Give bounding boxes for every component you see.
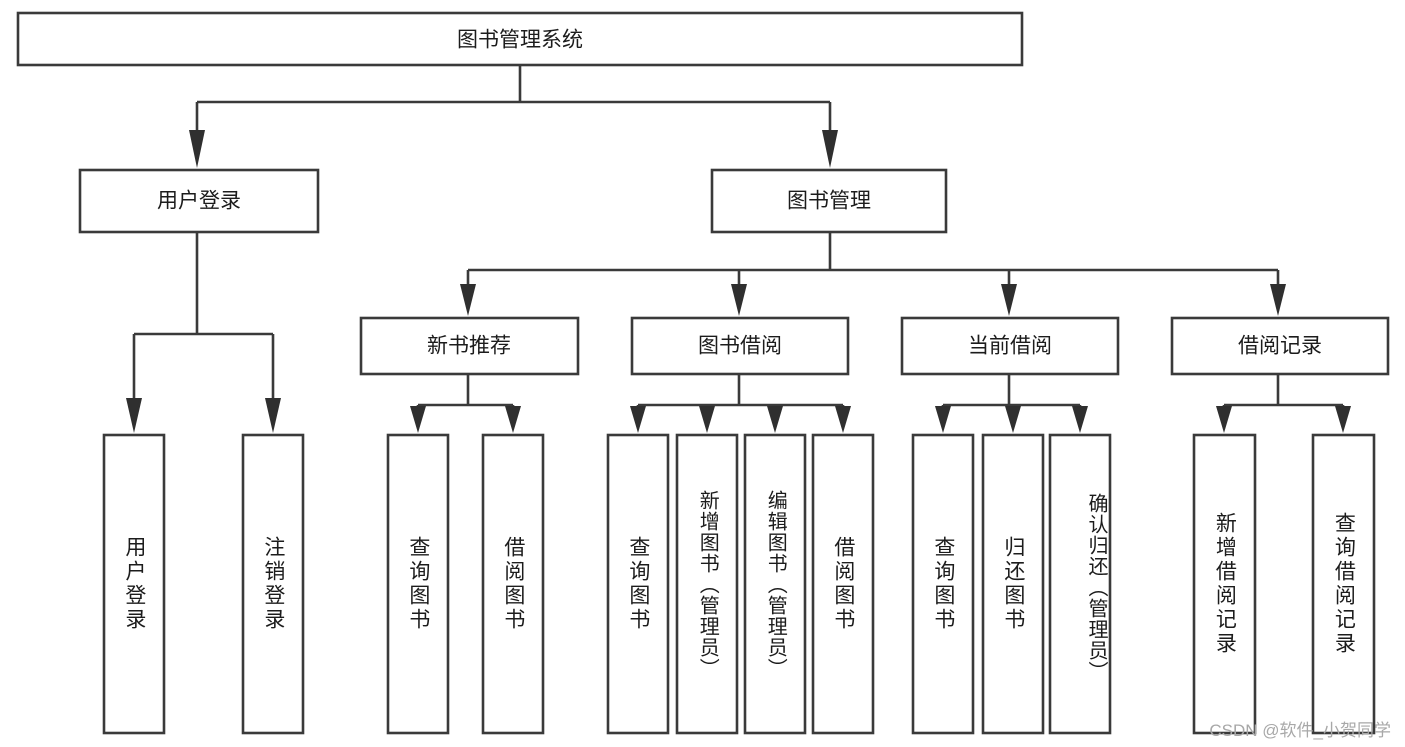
arrow-head-leaf-add-record [1216,406,1232,433]
leaf-edit-book-admin-label: 编辑图书（管理员） [764,489,787,679]
leaf-return-book-label-wrap: 归还图书 [1001,536,1025,632]
node-borrow-record-box[interactable] [1170,316,1390,376]
arrow-head-leaf-edit-book [767,406,783,433]
node-user-login-label: 用户登录 [157,190,241,213]
node-book-management-label: 图书管理 [787,190,871,213]
leaf-borrow-book-recommend-label: 借阅图书 [501,536,525,632]
arrow-head-borrow-record [1270,284,1286,316]
leaf-add-book-admin-label: 新增图书（管理员） [696,489,719,679]
leaf-confirm-return-admin-label: 确认归还（管理员） [1085,492,1107,682]
arrow-head-book-manage [822,130,838,168]
arrow-head-leaf-user-login [126,398,142,433]
node-borrow-record[interactable]: 借阅记录 [1170,316,1390,376]
leaf-logout-label-wrap: 注销登录 [261,536,285,632]
leaf-add-borrow-record[interactable]: 新增借阅记录 [1192,433,1257,735]
leaf-logout-label: 注销登录 [261,536,285,632]
leaf-borrow-book-label-wrap: 借阅图书 [831,536,855,632]
node-new-book-recommend[interactable]: 新书推荐 [359,316,580,376]
leaf-return-book[interactable]: 归还图书 [981,433,1045,735]
arrow-head-leaf-query-record [1335,406,1351,433]
leaf-add-borrow-record-label-wrap: 新增借阅记录 [1213,512,1237,656]
node-current-borrow[interactable]: 当前借阅 [900,316,1120,376]
leaf-confirm-return-admin-label-wrap: 确认归还（管理员） [1085,492,1107,682]
leaf-logout-box[interactable] [241,433,305,735]
leaf-add-book-admin[interactable]: 新增图书（管理员） [675,433,739,735]
leaf-confirm-return-admin-box[interactable] [1048,433,1112,735]
leaf-query-borrow-record-label-wrap: 查询借阅记录 [1332,512,1356,656]
leaf-confirm-return-admin[interactable]: 确认归还（管理员） [1048,433,1112,735]
leaf-query-book-borrow-label-wrap: 查询图书 [626,536,650,632]
leaf-query-book-recommend[interactable]: 查询图书 [386,433,450,735]
connector-layer [126,65,1351,433]
leaf-return-book-label: 归还图书 [1001,536,1025,632]
leaf-edit-book-admin-box[interactable] [743,433,807,735]
arrow-head-current-borrow [1001,284,1017,316]
node-book-borrow[interactable]: 图书借阅 [630,316,850,376]
leaf-query-book-recommend-box[interactable] [386,433,450,735]
leaf-add-borrow-record-box[interactable] [1192,433,1257,735]
leaf-query-borrow-record-box[interactable] [1311,433,1376,735]
arrow-head-leaf-return-book [1005,406,1021,433]
leaf-borrow-book-box[interactable] [811,433,875,735]
node-book-borrow-box[interactable] [630,316,850,376]
node-book-management[interactable]: 图书管理 [710,168,948,234]
arrow-head-leaf-add-book [699,406,715,433]
leaf-borrow-book-recommend-box[interactable] [481,433,545,735]
leaf-edit-book-admin-label-wrap: 编辑图书（管理员） [764,489,787,679]
leaf-query-book-current-label: 查询图书 [931,536,955,632]
leaf-query-book-current[interactable]: 查询图书 [911,433,975,735]
node-new-book-recommend-box[interactable] [359,316,580,376]
leaf-borrow-book[interactable]: 借阅图书 [811,433,875,735]
node-current-borrow-box[interactable] [900,316,1120,376]
arrow-head-leaf-query-book-b [630,406,646,433]
leaf-query-book-borrow-box[interactable] [606,433,670,735]
leaf-return-book-box[interactable] [981,433,1045,735]
arrow-head-leaf-borrow-book-a [505,406,521,433]
arrow-head-leaf-query-book-c [935,406,951,433]
leaf-logout[interactable]: 注销登录 [241,433,305,735]
arrow-head-book-borrow [731,284,747,316]
arrow-head-user-login [189,130,205,168]
leaf-borrow-book-label: 借阅图书 [831,536,855,632]
leaf-user-login-box[interactable] [102,433,166,735]
node-user-login-box[interactable] [78,168,320,234]
arrow-head-leaf-logout [265,398,281,433]
leaf-borrow-book-recommend[interactable]: 借阅图书 [481,433,545,735]
node-new-book-recommend-label: 新书推荐 [427,335,511,358]
leaf-add-book-admin-label-wrap: 新增图书（管理员） [696,489,719,679]
node-root-system-label: 图书管理系统 [457,29,583,52]
leaf-borrow-book-recommend-label-wrap: 借阅图书 [501,536,525,632]
node-current-borrow-label: 当前借阅 [968,335,1052,358]
node-root-system[interactable]: 图书管理系统 [16,11,1024,67]
node-root-system-box[interactable] [16,11,1024,67]
node-book-borrow-label: 图书借阅 [698,335,782,358]
leaf-query-book-recommend-label-wrap: 查询图书 [406,536,430,632]
node-borrow-record-label: 借阅记录 [1238,335,1322,358]
leaf-query-book-recommend-label: 查询图书 [406,536,430,632]
leaf-add-borrow-record-label: 新增借阅记录 [1213,512,1237,656]
arrow-head-leaf-query-book-a [410,406,426,433]
leaf-query-book-borrow-label: 查询图书 [626,536,650,632]
arrow-head-leaf-borrow-book-b [835,406,851,433]
leaf-user-login-label-wrap: 用户登录 [122,536,146,632]
leaf-user-login[interactable]: 用户登录 [102,433,166,735]
leaf-query-book-current-box[interactable] [911,433,975,735]
leaf-query-borrow-record[interactable]: 查询借阅记录 [1311,433,1376,735]
arrow-head-leaf-confirm-return [1072,406,1088,433]
leaf-add-book-admin-box[interactable] [675,433,739,735]
leaf-query-book-borrow[interactable]: 查询图书 [606,433,670,735]
node-user-login[interactable]: 用户登录 [78,168,320,234]
leaf-query-borrow-record-label: 查询借阅记录 [1332,512,1356,656]
leaf-user-login-label: 用户登录 [122,536,146,632]
arrow-head-new-book [460,284,476,316]
node-book-management-box[interactable] [710,168,948,234]
leaf-query-book-current-label-wrap: 查询图书 [931,536,955,632]
leaf-edit-book-admin[interactable]: 编辑图书（管理员） [743,433,807,735]
